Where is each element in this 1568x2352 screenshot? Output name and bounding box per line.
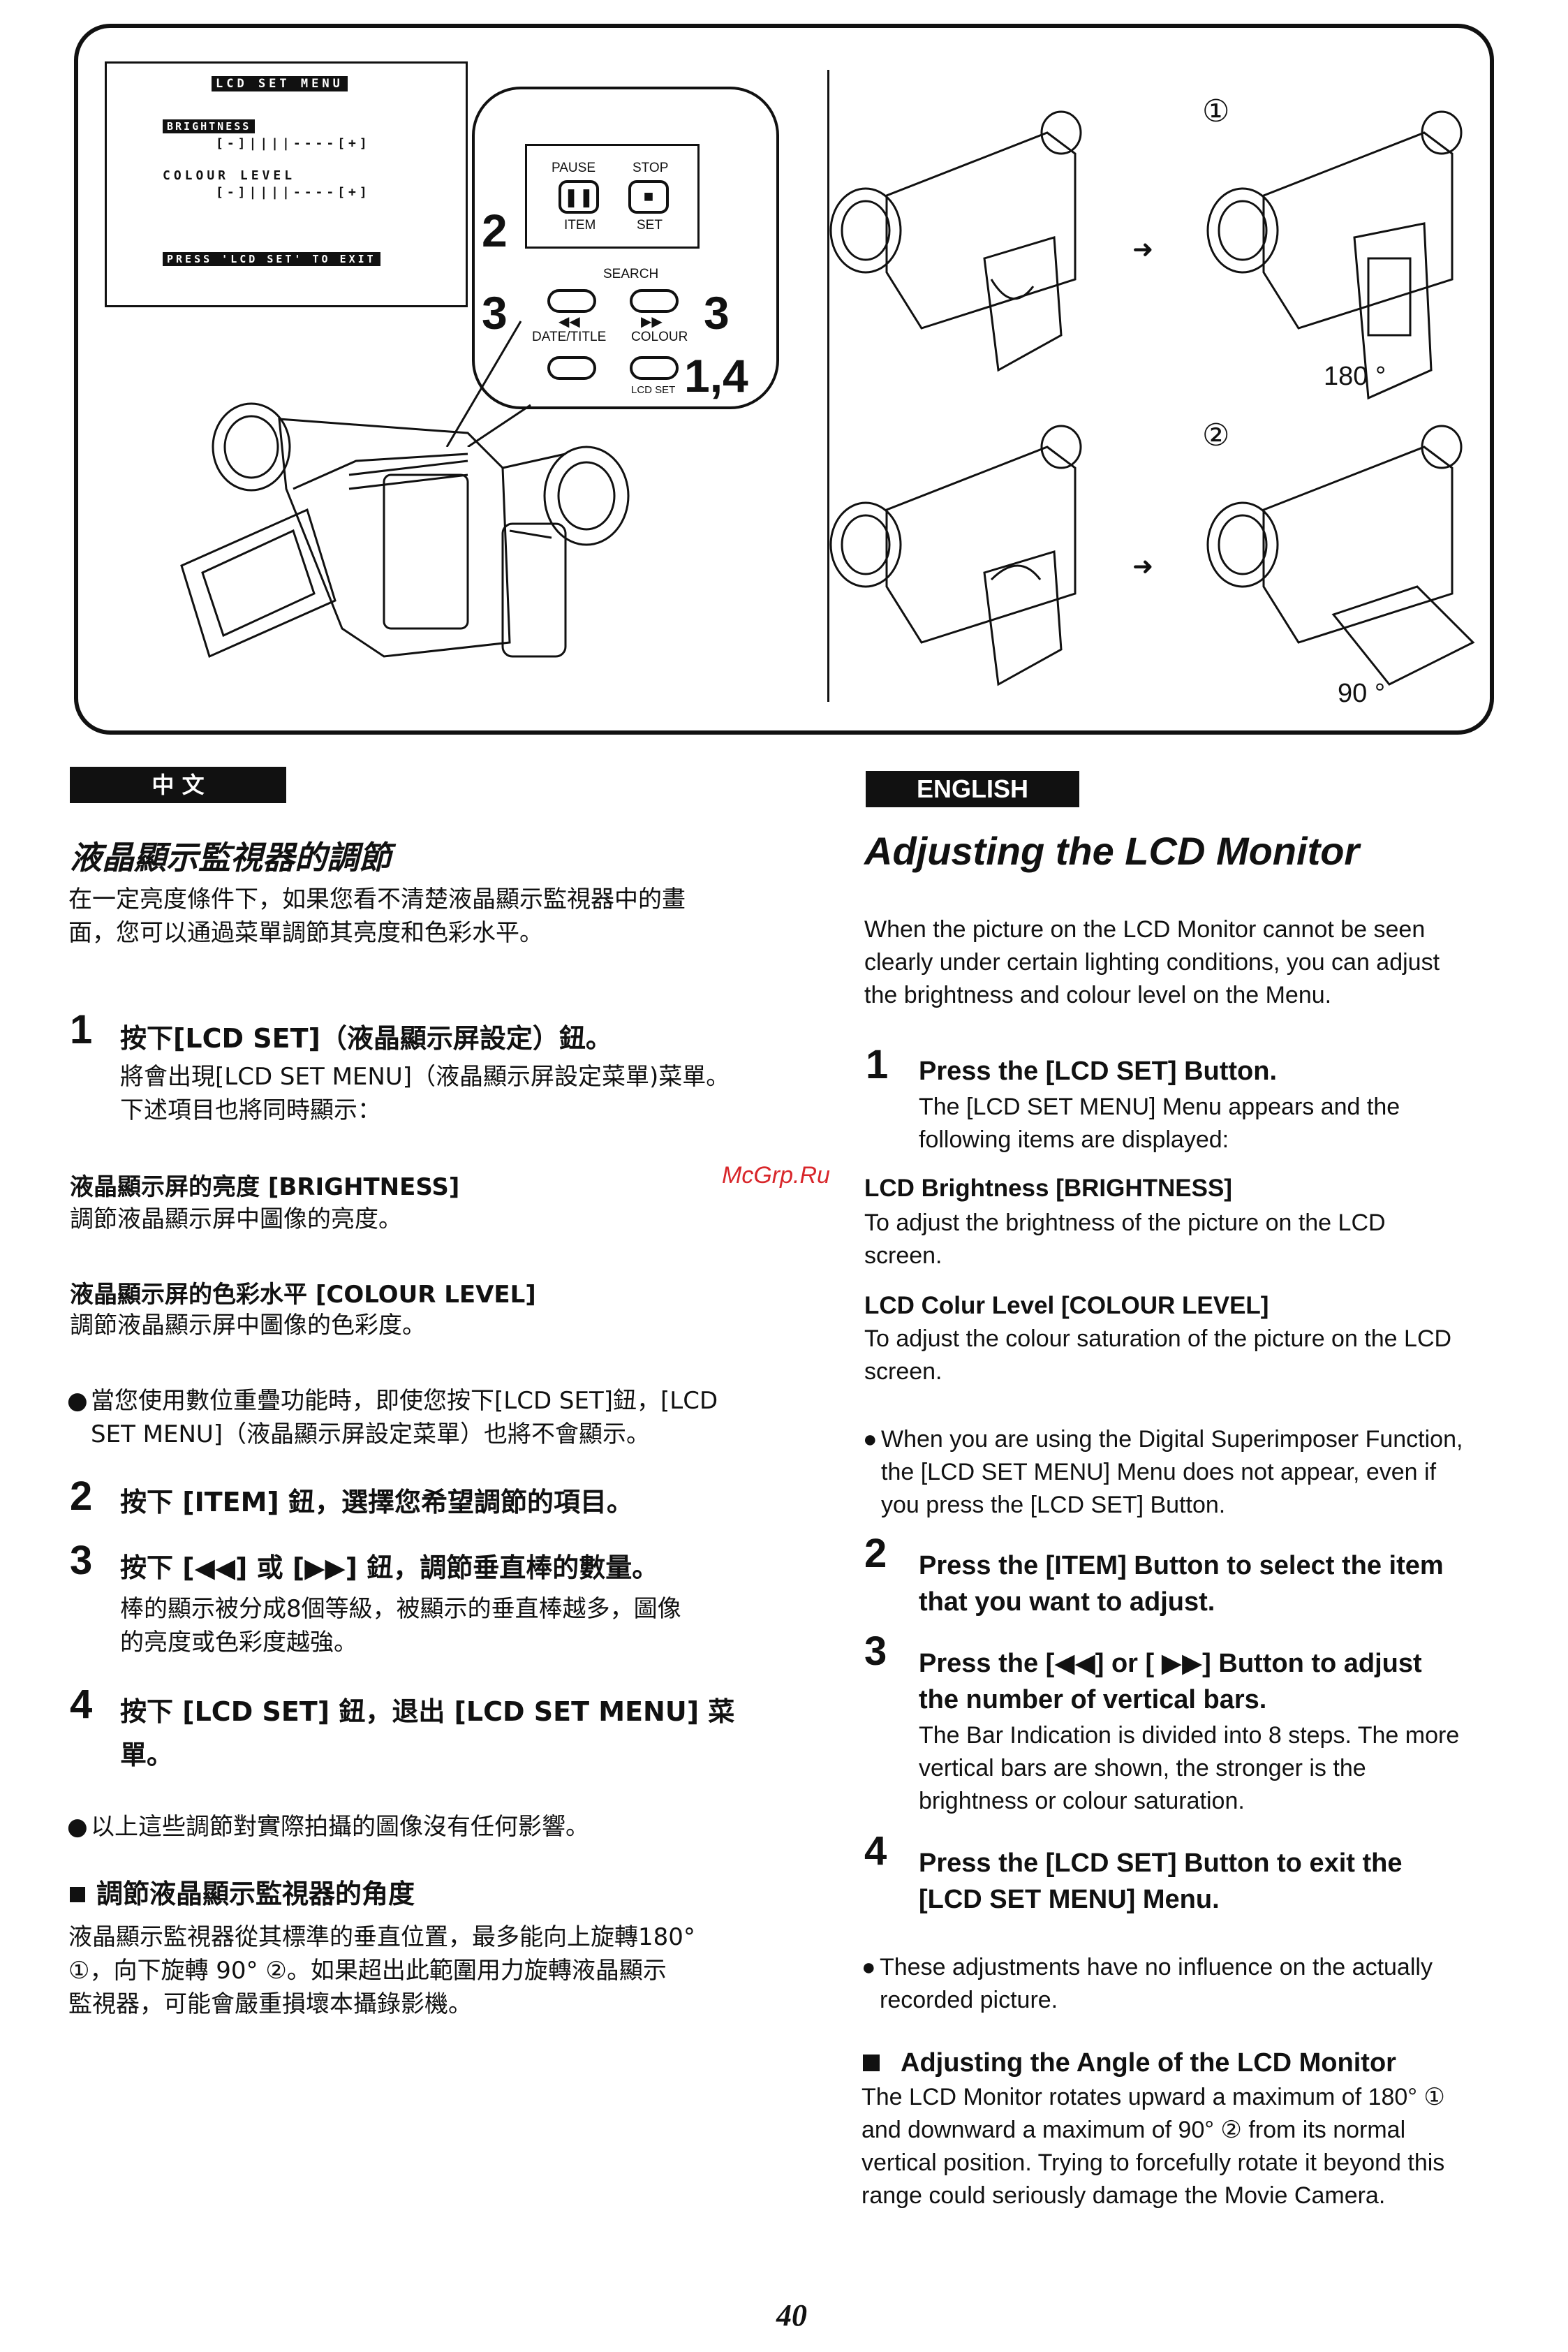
arrow-icon: ➜	[1132, 235, 1154, 263]
chinese-step1-body: 將會出現[LCD SET MENU]（液晶顯示屏設定菜單)菜單。下述項目也將同時…	[120, 1063, 730, 1124]
lcd-menu-illustration: LCD SET MENU BRIGHTNESS [-]||||----[+] C…	[105, 61, 468, 307]
search-label: SEARCH	[603, 267, 659, 281]
callout-2: 2	[482, 205, 508, 256]
chinese-brightness-body: 調節液晶顯示屏中圖像的亮度。	[70, 1205, 402, 1233]
english-intro: When the picture on the LCD Monitor cann…	[864, 916, 1440, 1008]
figure-frame	[74, 24, 1494, 735]
chinese-section-label: 中 文	[70, 767, 286, 803]
pause-stop-box	[525, 144, 700, 249]
figure-divider	[827, 70, 829, 702]
angle-180-label: 180 °	[1324, 362, 1386, 391]
menu-brightness-label: BRIGHTNESS	[163, 119, 256, 133]
english-angle-head: Adjusting the Angle of the LCD Monitor	[901, 2048, 1396, 2078]
menu-brightness-bar: [-]||||----[+]	[216, 136, 371, 151]
chinese-step2-head: 按下 [ITEM] 鈕，選擇您希望調節的項目。	[120, 1487, 634, 1517]
chinese-intro: 在一定亮度條件下，如果您看不清楚液晶顯示監視器中的畫面，您可以通過菜單調節其亮度…	[68, 885, 686, 947]
control-panel-callout	[472, 87, 779, 409]
stop-label: STOP	[633, 161, 669, 175]
chinese-step1-number: 1	[70, 1007, 93, 1052]
english-colour-body: To adjust the colour saturation of the p…	[864, 1325, 1452, 1385]
chinese-angle-body: 液晶顯示監視器從其標準的垂直位置，最多能向上旋轉180°①，向下旋轉 90° ②…	[68, 1923, 695, 2018]
english-step1-head: Press the [LCD SET] Button.	[919, 1057, 1278, 1086]
chinese-angle-head: 調節液晶顯示監視器的角度	[96, 1879, 415, 1909]
menu-colour-label: COLOUR LEVEL	[163, 168, 296, 183]
english-colour-head: LCD Colur Level [COLOUR LEVEL]	[864, 1292, 1269, 1319]
colour-label: COLOUR	[631, 330, 688, 344]
arrow-icon: ➜	[1132, 552, 1154, 580]
chinese-step3-number: 3	[70, 1538, 93, 1583]
rewind-icon: ◀◀	[559, 314, 580, 330]
english-note1: When you are using the Digital Superimpo…	[881, 1426, 1463, 1518]
english-step3-number: 3	[864, 1629, 887, 1674]
camera-lcd-closed-up-illustration	[829, 110, 1082, 372]
marker-2: ②	[1202, 418, 1230, 453]
set-label: SET	[637, 218, 663, 233]
lcd-set-button-icon	[630, 356, 679, 380]
english-step2-head: Press the [ITEM] Button to select the it…	[919, 1551, 1444, 1617]
menu-colour-bar: [-]||||----[+]	[216, 185, 371, 200]
callout-3-left: 3	[482, 287, 508, 339]
chinese-step4-number: 4	[70, 1682, 93, 1727]
rewind-button-icon	[547, 289, 596, 313]
fastforward-icon: ▶▶	[641, 314, 663, 330]
chinese-brightness-head: 液晶顯示屏的亮度 [BRIGHTNESS]	[70, 1173, 460, 1201]
camera-with-open-lcd-illustration	[180, 402, 630, 659]
english-step3-head: Press the [◀◀] or [ ▶▶] Button to adjust…	[919, 1649, 1422, 1714]
camera-lcd-rotated-down-illustration	[1206, 425, 1475, 686]
pause-button-icon: ❚❚	[559, 180, 599, 214]
english-brightness-head: LCD Brightness [BRIGHTNESS]	[864, 1175, 1232, 1202]
page-number: 40	[776, 2298, 807, 2332]
lcd-set-label: LCD SET	[631, 384, 676, 396]
english-step2-number: 2	[864, 1531, 887, 1576]
bullet-icon: ●	[67, 1387, 88, 1415]
angle-90-label: 90 °	[1338, 679, 1386, 708]
chinese-colour-body: 調節液晶顯示屏中圖像的色彩度。	[70, 1311, 426, 1339]
english-step1-number: 1	[866, 1042, 889, 1087]
camera-lcd-rotated-up-illustration	[1206, 110, 1463, 400]
bullet-icon: ●	[861, 1954, 876, 1980]
chinese-step1-head: 按下[LCD SET]（液晶顯示屏設定）鈕。	[120, 1023, 612, 1054]
chinese-title: 液晶顯示監視器的調節	[70, 839, 391, 876]
marker-1: ①	[1202, 94, 1230, 128]
chinese-step2-number: 2	[70, 1473, 93, 1519]
camera-lcd-closed-down-illustration	[829, 425, 1082, 686]
square-bullet-icon	[70, 1887, 85, 1902]
english-note2: These adjustments have no influence on t…	[880, 1954, 1433, 2013]
english-brightness-body: To adjust the brightness of the picture …	[864, 1210, 1386, 1269]
bullet-icon: ●	[863, 1426, 878, 1453]
square-bullet-icon	[863, 2055, 880, 2071]
english-angle-body: The LCD Monitor rotates upward a maximum…	[861, 2084, 1445, 2209]
date-title-button-icon	[547, 356, 596, 380]
pause-label: PAUSE	[552, 161, 596, 175]
chinese-note2: 以上這些調節對實際拍攝的圖像沒有任何影響。	[91, 1813, 589, 1841]
chinese-step3-head: 按下 [◀◀] 或 [▶▶] 鈕，調節垂直棒的數量。	[120, 1552, 659, 1583]
english-step3-body: The Bar Indication is divided into 8 ste…	[919, 1722, 1460, 1814]
callout-1-4: 1,4	[684, 350, 748, 402]
callout-lines	[445, 321, 531, 447]
chinese-step3-body: 棒的顯示被分成8個等級，被顯示的垂直棒越多，圖像的亮度或色彩度越強。	[120, 1595, 681, 1656]
english-step4-head: Press the [LCD SET] Button to exit the[L…	[919, 1848, 1403, 1914]
date-title-label: DATE/TITLE	[532, 330, 607, 344]
chinese-colour-head: 液晶顯示屏的色彩水平 [COLOUR LEVEL]	[70, 1281, 536, 1309]
english-title: Adjusting the LCD Monitor	[864, 829, 1360, 873]
bullet-icon: ●	[67, 1813, 88, 1841]
chinese-step4-head: 按下 [LCD SET] 鈕，退出 [LCD SET MENU] 菜單。	[120, 1696, 735, 1770]
stop-button-icon: ■	[628, 180, 669, 214]
fastforward-button-icon	[630, 289, 679, 313]
english-step4-number: 4	[864, 1828, 887, 1874]
menu-exit-text: PRESS 'LCD SET' TO EXIT	[163, 252, 380, 266]
english-section-label: ENGLISH	[866, 771, 1079, 807]
watermark: McGrp.Ru	[722, 1162, 830, 1189]
item-label: ITEM	[564, 218, 596, 233]
callout-3-right: 3	[704, 287, 730, 339]
menu-title: LCD SET MENU	[212, 76, 348, 91]
